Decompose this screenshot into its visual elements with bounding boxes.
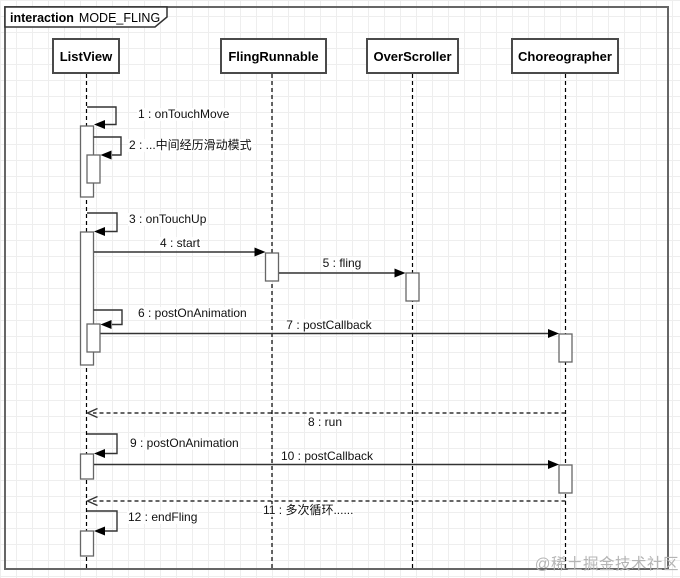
self-arrow-2 [93, 136, 122, 156]
message-label-12: 12 : endFling [127, 510, 199, 524]
message-label-11: 11 : 多次循环...... [262, 503, 355, 517]
arrowhead-1 [94, 120, 105, 129]
frame-name: MODE_FLING [78, 10, 161, 25]
lifeline-head-overscroller: OverScroller [366, 38, 459, 74]
arrowhead-10 [548, 460, 559, 469]
sync-arrowheads [254, 247, 559, 469]
message-label-5: 5 : fling [321, 256, 363, 270]
arrowhead-12 [94, 526, 105, 536]
self-arrow-3 [87, 212, 118, 233]
open-arrowhead-8 [85, 407, 98, 419]
arrowhead-4 [254, 247, 266, 257]
message-label-4: 4 : start [158, 236, 202, 250]
self-arrow-9 [87, 433, 118, 455]
activation-flingrunnable [264, 252, 280, 282]
message-label-3: 3 : onTouchUp [128, 212, 208, 226]
arrowhead-5 [394, 268, 406, 278]
message-label-8: 8 : run [306, 415, 344, 429]
arrowhead-9 [94, 449, 105, 458]
arrowhead-3 [94, 227, 105, 236]
message-label-9: 9 : postOnAnimation [129, 436, 240, 450]
activation-choreographer-2 [558, 464, 573, 494]
lifeline-head-listview: ListView [52, 38, 120, 74]
open-arrowhead-11 [85, 495, 98, 507]
arrowhead-6 [100, 320, 112, 329]
activation-bars [79, 125, 573, 557]
activation-listview-1-nested [86, 154, 101, 184]
lifeline-head-choreographer: Choreographer [511, 38, 619, 74]
self-arrow-6 [93, 309, 123, 326]
frame-title: interaction MODE_FLING [10, 9, 160, 26]
activation-overscroller [405, 272, 420, 302]
self-message-loops [87, 106, 123, 532]
lifeline-head-flingrunnable: FlingRunnable [220, 38, 327, 74]
self-arrow-12 [87, 510, 118, 532]
lifeline-label: OverScroller [373, 48, 452, 64]
activation-listview-2-nested [86, 323, 101, 353]
message-label-10: 10 : postCallback [279, 449, 375, 463]
arrowhead-7 [548, 329, 559, 338]
frame-keyword: interaction [10, 10, 74, 25]
sync-arrows [94, 251, 550, 466]
arrowhead-2 [100, 150, 112, 160]
frame-title-pentagon [4, 6, 168, 28]
lifeline-label: ListView [59, 48, 113, 64]
message-label-7: 7 : postCallback [285, 318, 373, 332]
activation-choreographer-1 [558, 333, 573, 363]
return-arrows [85, 407, 566, 507]
lifeline-label: Choreographer [518, 48, 612, 64]
lifeline-label: FlingRunnable [228, 48, 319, 64]
watermark: @稀土掘金技术社区 [534, 556, 679, 573]
message-label-6: 6 : postOnAnimation [137, 306, 248, 320]
activation-listview-4 [79, 530, 95, 557]
self-arrow-1 [87, 106, 117, 126]
self-arrowheads [94, 120, 112, 536]
frame-border [4, 6, 669, 570]
activation-listview-3 [79, 453, 95, 480]
message-label-2: 2 : ...中间经历滑动模式 [128, 138, 253, 152]
message-label-1: 1 : onTouchMove [137, 107, 231, 121]
